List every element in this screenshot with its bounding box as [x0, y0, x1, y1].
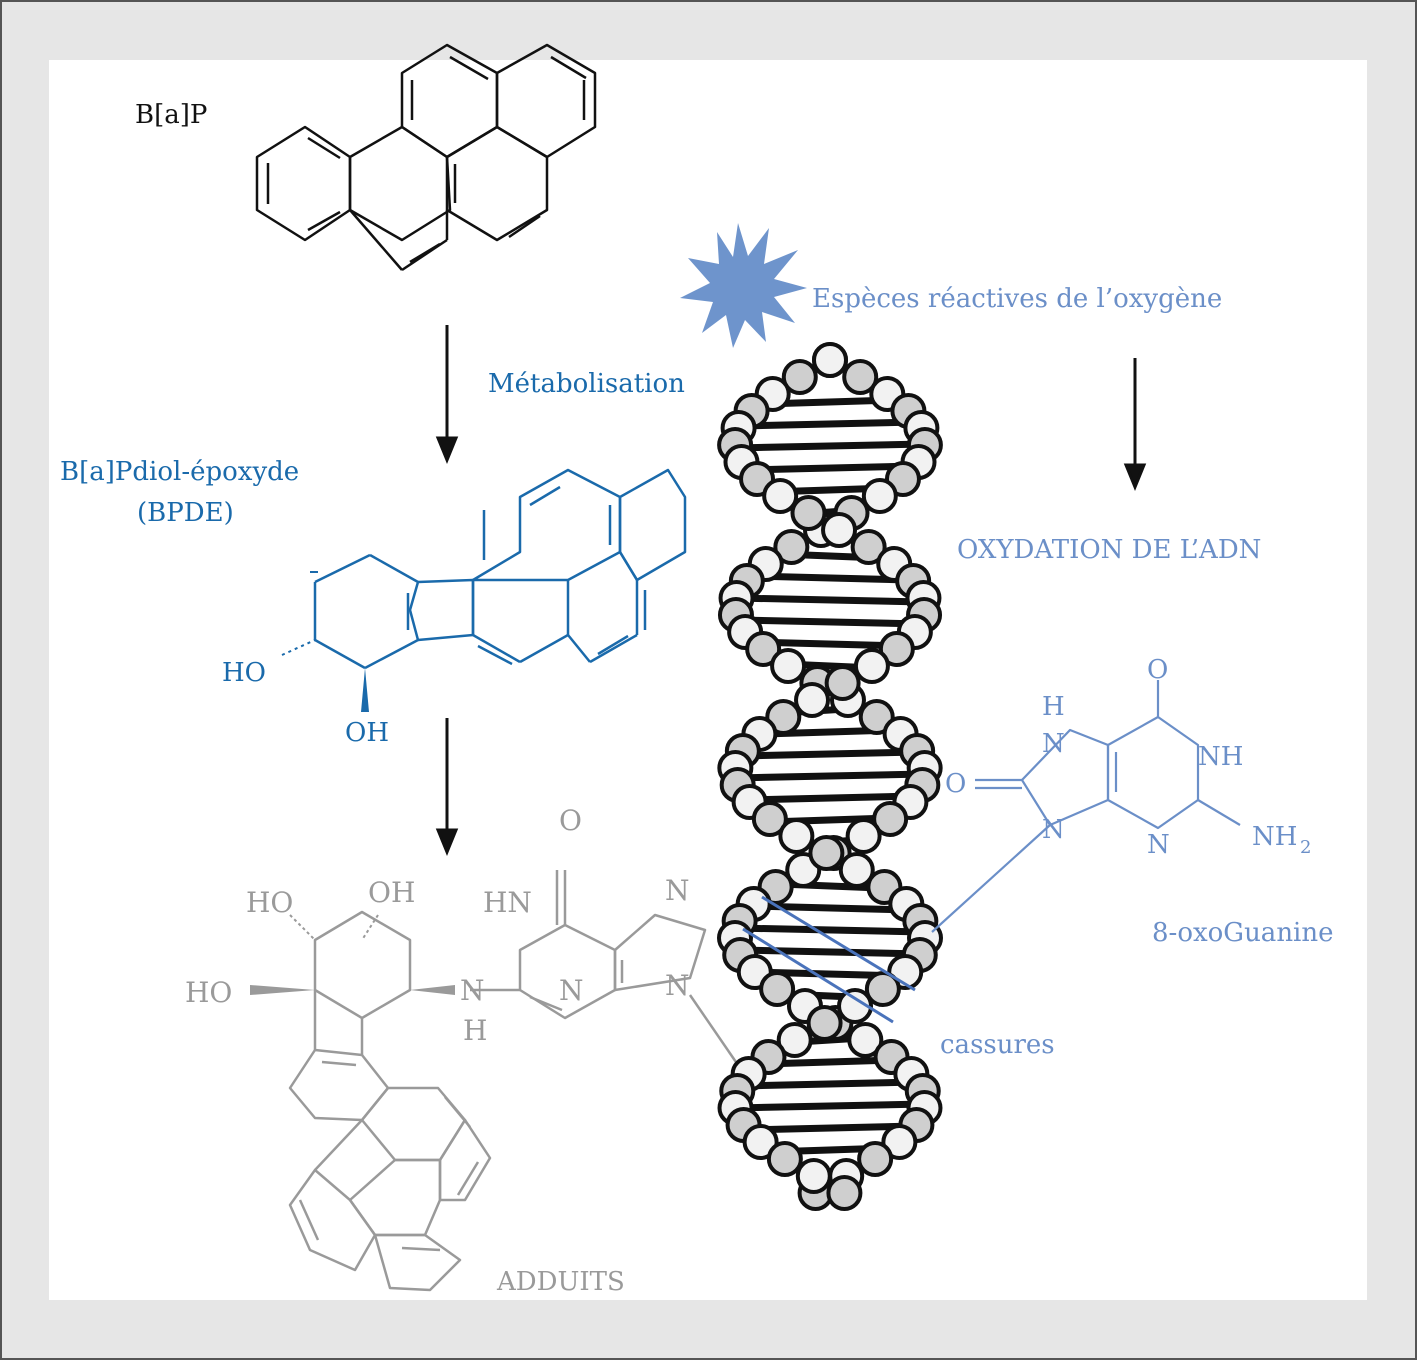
- label-oxoguanine: 8-oxoGuanine: [1152, 918, 1334, 948]
- oxoguanine-atoms: O H N NH O N N NH 2: [945, 655, 1311, 860]
- adduct-dashes: [289, 914, 379, 941]
- adduct-wedges: [250, 985, 455, 995]
- dna-bead: [759, 971, 796, 1007]
- dna-rung: [742, 418, 918, 430]
- dna-bead: [826, 1175, 863, 1211]
- dna-bead: [872, 801, 909, 837]
- dna-bead: [773, 529, 810, 565]
- oxog-nh2-sub: 2: [1300, 837, 1311, 858]
- oxoguanine-structure: [931, 680, 1241, 933]
- dna-rung: [744, 792, 916, 804]
- label-adduits: ADDUITS: [496, 1267, 625, 1297]
- adduct-n7: N: [665, 874, 690, 907]
- bap-structure: [255, 43, 597, 272]
- dna-bead: [881, 1124, 918, 1160]
- dna-bead: [806, 1005, 843, 1041]
- adduct-o-top: O: [559, 804, 582, 837]
- oxog-nh-right: NH: [1198, 742, 1243, 772]
- adduct-h-link: H: [463, 1014, 487, 1047]
- bpde-substituents: [281, 571, 369, 712]
- dna-bead: [850, 529, 887, 565]
- adduct-ho3: HO: [185, 976, 232, 1009]
- dna-rung: [734, 1100, 926, 1112]
- bpde-oh-label: OH: [345, 718, 389, 748]
- dna-bead: [878, 631, 915, 667]
- dna-bead: [837, 988, 874, 1024]
- label-metabolisation: Métabolisation: [488, 369, 685, 399]
- adduct-oh2: OH: [368, 876, 415, 909]
- dna-bead: [790, 495, 827, 531]
- oxog-nh2: NH: [1252, 822, 1297, 852]
- dna-bead: [795, 1158, 832, 1194]
- dna-bead: [778, 818, 815, 854]
- dna-rung: [744, 462, 916, 474]
- arrow-metabolisation: [435, 436, 459, 464]
- cassures-lines: [742, 895, 916, 1024]
- dna-rung: [764, 1056, 896, 1068]
- adduct-n3: N: [559, 974, 584, 1007]
- dna-bead: [794, 682, 831, 718]
- oxog-h: H: [1042, 692, 1065, 722]
- starburst-icon: [680, 223, 807, 348]
- dna-bead: [808, 835, 845, 871]
- dna-bead: [824, 665, 861, 701]
- oxog-n9: N: [1042, 815, 1065, 845]
- dna-bead: [842, 359, 879, 395]
- dna-rung: [736, 594, 924, 606]
- dna-bead: [781, 359, 818, 395]
- dna-bead: [776, 1022, 813, 1058]
- dna-bead: [838, 852, 875, 888]
- dna-rung: [736, 924, 924, 936]
- dna-bead: [766, 1141, 803, 1177]
- dna-bead: [745, 631, 782, 667]
- dna-bead: [857, 1141, 894, 1177]
- adduct-n9: N: [665, 969, 690, 1002]
- label-oxydation: OXYDATION DE L’ADN: [957, 535, 1261, 565]
- dna-rung: [737, 946, 923, 958]
- dna-bead: [853, 648, 890, 684]
- dna-bead: [812, 342, 848, 378]
- dna-rung: [737, 616, 923, 628]
- adduct-ho1: HO: [246, 886, 293, 919]
- label-bap: B[a]P: [135, 100, 207, 130]
- dna-bead: [742, 1124, 779, 1160]
- label-bpde-line2: (BPDE): [137, 498, 234, 528]
- oxog-n3: N: [1147, 830, 1170, 860]
- dna-rung: [742, 1078, 918, 1090]
- dna-bead: [770, 648, 807, 684]
- label-cassures: cassures: [940, 1030, 1055, 1060]
- arrow-adduits: [435, 828, 459, 856]
- oxog-o-top: O: [1147, 655, 1168, 685]
- dna-bead: [821, 512, 858, 548]
- dna-helix-icon: [717, 342, 943, 1211]
- oxog-n7: N: [1042, 729, 1065, 759]
- dna-bead: [864, 971, 901, 1007]
- dna-bead: [845, 818, 882, 854]
- adduct-n-link: N: [460, 974, 485, 1007]
- adduct-hn: HN: [483, 886, 532, 919]
- dna-bead: [751, 801, 788, 837]
- dna-rung: [734, 770, 926, 782]
- bpde-ho-label: HO: [222, 658, 266, 688]
- dna-bead: [765, 699, 802, 735]
- label-ros: Espèces réactives de l’oxygène: [812, 284, 1222, 314]
- dna-bead: [847, 1022, 884, 1058]
- dna-bead: [762, 478, 799, 514]
- arrow-oxydation: [1123, 463, 1147, 491]
- arrows: [435, 325, 1147, 856]
- label-bpde-line1: B[a]Pdiol-époxyde: [60, 457, 299, 487]
- dna-rung: [734, 440, 926, 452]
- bpde-structure: [313, 468, 687, 670]
- oxog-o-left: O: [945, 769, 966, 799]
- dna-bead: [858, 699, 895, 735]
- dna-rung: [742, 748, 918, 760]
- dna-bead: [861, 478, 898, 514]
